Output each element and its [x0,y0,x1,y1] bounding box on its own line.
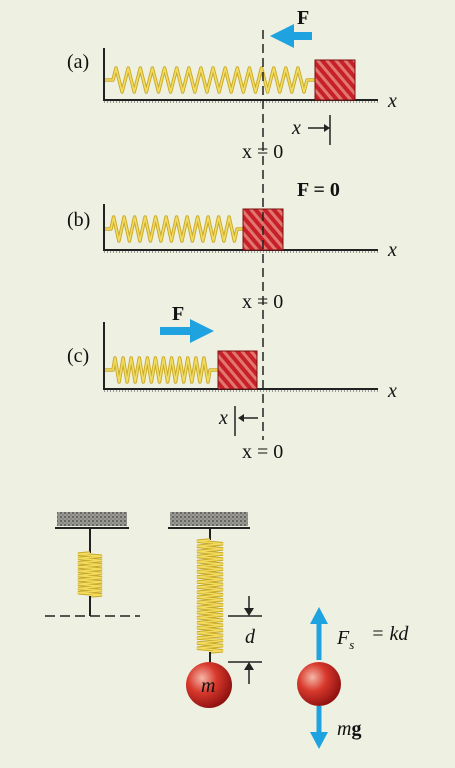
panel-b: (b) F = 0 x x = 0 [67,179,397,313]
wall-and-floor [103,204,378,251]
ceiling-left [57,512,127,526]
axis-label-c: x [387,380,397,402]
weight-arrowhead [310,732,328,749]
body-ball [297,662,341,706]
axis-label-a: x [387,90,397,112]
panel-a: (a) F x x x = 0 [67,7,397,163]
coil-spring-stretched-highlight [196,539,224,653]
spring-a-highlight [105,67,315,93]
spring-force-equation: = kd [371,623,409,645]
coil-spring-short-highlight [77,552,103,597]
axis-label-b: x [387,239,397,261]
displacement-arrowhead [324,124,330,132]
spring-c-highlight [105,357,218,383]
panel-c: (c) F x x x = 0 [67,303,397,463]
block-c [217,350,258,390]
block-a [314,59,356,101]
panel-b-label: (b) [67,209,90,231]
spring-force-label: Fs [336,627,354,652]
mass-ball [186,662,232,708]
force-label-b: F = 0 [297,179,340,201]
origin-label-c: x = 0 [242,441,283,463]
displacement-label-c: x [218,407,228,429]
panel-a-label: (a) [67,51,89,73]
panel-c-label: (c) [67,345,89,367]
wall-and-floor [103,48,378,101]
free-body-diagram: Fs = kd mg [297,607,409,749]
spring-b-highlight [105,216,243,242]
loaded-spring: m d [168,512,262,708]
displacement-label-a: x [291,117,301,139]
unloaded-spring [45,512,140,617]
weight-label: mg [337,718,361,740]
displacement-arrowhead [238,414,244,422]
wall-and-floor [103,322,378,390]
mass-label: m [201,675,215,697]
spring-force-arrowhead [310,607,328,624]
ceiling-right [170,512,248,526]
dimension-arrowhead-down [244,608,254,616]
stretch-label: d [245,626,256,648]
dimension-arrowhead-up [244,662,254,670]
force-label-a: F [297,7,309,29]
force-label-c: F [172,303,184,325]
origin-label-a: x = 0 [242,141,283,163]
